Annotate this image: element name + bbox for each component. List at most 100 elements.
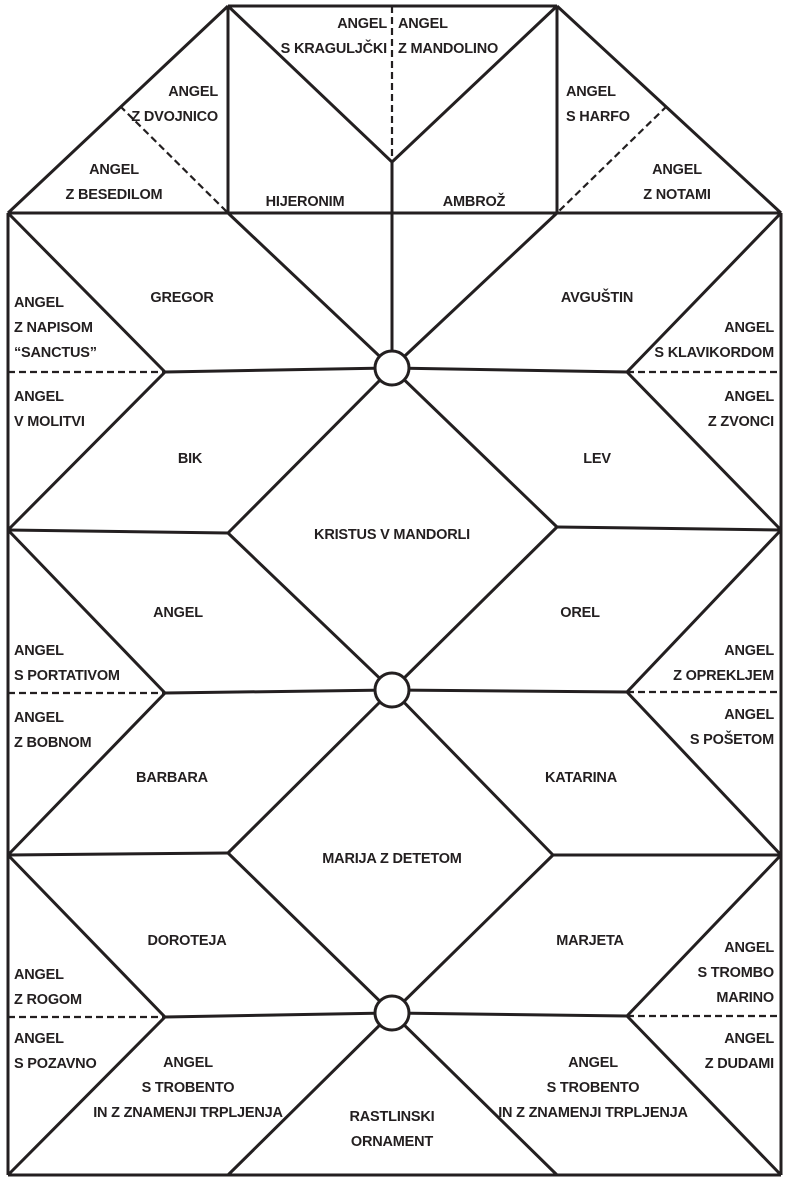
- label-line: S KLAVIKORDOM: [654, 345, 774, 361]
- label-angel-mandolino: ANGEL Z MANDOLINO: [398, 16, 498, 57]
- divider-line-39: [625, 853, 783, 1018]
- label-barbara: BARBARA: [136, 770, 209, 786]
- label-line: LEV: [583, 451, 611, 467]
- divider-line-1: [6, 4, 230, 215]
- label-line: AVGUŠTIN: [561, 288, 633, 306]
- label-lev: LEV: [583, 451, 611, 467]
- label-line: S HARFO: [566, 109, 630, 125]
- label-angel-rogom: ANGEL Z ROGOM: [14, 967, 82, 1008]
- label-line: ANGEL: [89, 162, 139, 178]
- divider-line-15: [625, 211, 783, 374]
- label-line: ANGEL: [14, 967, 64, 983]
- diagram-nodes: [373, 349, 411, 1032]
- label-line: Z BESEDILOM: [66, 187, 163, 203]
- divider-line-20: [7, 528, 229, 535]
- label-kristus: KRISTUS V MANDORLI: [314, 527, 470, 543]
- divider-line-18: [6, 370, 167, 532]
- label-line: V MOLITVI: [14, 414, 85, 430]
- divider-line-35: [390, 688, 555, 857]
- divider-line-42: [6, 1015, 167, 1177]
- label-angel-dudami: ANGEL Z DUDAMI: [705, 1031, 775, 1072]
- divider-line-36: [226, 851, 394, 1015]
- label-line: Z NAPISOM: [14, 320, 93, 336]
- label-line: ANGEL: [724, 643, 774, 659]
- divider-line-22: [226, 366, 394, 535]
- label-line: Z NOTAMI: [643, 187, 711, 203]
- label-bik: BIK: [178, 451, 203, 467]
- divider-line-45: [390, 1011, 559, 1177]
- label-line: S KRAGULJČKI: [281, 39, 388, 57]
- label-line: AMBROŽ: [443, 192, 506, 210]
- divider-line-37: [390, 853, 555, 1015]
- label-line: ANGEL: [14, 710, 64, 726]
- label-line: ORNAMENT: [351, 1134, 434, 1150]
- label-line: HIJERONIM: [266, 194, 345, 210]
- label-line: Z DUDAMI: [705, 1056, 774, 1072]
- label-angel-napisom: ANGEL Z NAPISOM “SANCTUS”: [14, 295, 97, 361]
- divider-line-12: [226, 211, 394, 370]
- label-angel-notami: ANGEL Z NOTAMI: [643, 162, 711, 203]
- label-doroteja: DOROTEJA: [148, 933, 228, 949]
- label-line: ANGEL: [14, 389, 64, 405]
- label-line: BARBARA: [136, 770, 209, 786]
- divider-line-38: [6, 853, 167, 1019]
- divider-line-19: [625, 370, 783, 532]
- label-line: IN Z ZNAMENJI TRPLJENJA: [498, 1105, 688, 1121]
- label-angel-oprekljem: ANGEL Z OPREKLJEM: [673, 643, 774, 684]
- label-angel-center: ANGEL: [153, 605, 203, 621]
- divider-line-27: [625, 528, 783, 694]
- diagram-lines: [6, 4, 783, 1177]
- junction-circle-2: [373, 994, 411, 1032]
- label-line: S PORTATIVOM: [14, 668, 120, 684]
- label-line: OREL: [560, 605, 600, 621]
- label-line: “SANCTUS”: [14, 345, 97, 361]
- label-line: ANGEL: [724, 940, 774, 956]
- label-line: S TROMBO: [697, 965, 774, 981]
- dashed-divider-line-2: [556, 105, 668, 214]
- label-line: ANGEL: [398, 16, 448, 32]
- label-line: ANGEL: [724, 707, 774, 723]
- label-hijeronim: HIJERONIM: [266, 194, 345, 210]
- label-line: ANGEL: [724, 389, 774, 405]
- divider-line-44: [226, 1011, 394, 1177]
- label-line: ANGEL: [14, 1031, 64, 1047]
- divider-line-14: [6, 211, 167, 374]
- label-marjeta: MARJETA: [556, 933, 624, 949]
- divider-line-43: [625, 1014, 783, 1177]
- label-line: ANGEL: [652, 162, 702, 178]
- label-line: ANGEL: [153, 605, 203, 621]
- label-line: RASTLINSKI: [349, 1109, 434, 1125]
- label-line: GREGOR: [150, 290, 214, 306]
- junction-circle-1: [373, 671, 411, 709]
- divider-line-2: [555, 4, 783, 215]
- divider-line-31: [625, 690, 783, 857]
- label-line: MARIJA Z DETETOM: [322, 851, 462, 867]
- label-line: Z OPREKLJEM: [673, 668, 774, 684]
- label-line: S TROBENTO: [142, 1080, 235, 1096]
- divider-line-26: [6, 528, 167, 695]
- label-angel-besedilom: ANGEL Z BESEDILOM: [66, 162, 163, 203]
- label-line: DOROTEJA: [148, 933, 228, 949]
- label-line: ANGEL: [14, 295, 64, 311]
- label-line: ANGEL: [568, 1055, 618, 1071]
- divider-line-34: [226, 688, 394, 855]
- label-line: S TROBENTO: [547, 1080, 640, 1096]
- label-line: IN Z ZNAMENJI TRPLJENJA: [93, 1105, 283, 1121]
- label-orel: OREL: [560, 605, 600, 621]
- divider-line-16: [164, 366, 393, 374]
- label-line: Z ROGOM: [14, 992, 82, 1008]
- divider-line-29: [391, 688, 628, 694]
- label-line: Z MANDOLINO: [398, 41, 498, 57]
- label-line: MARJETA: [556, 933, 624, 949]
- label-line: ANGEL: [724, 1031, 774, 1047]
- label-line: ANGEL: [337, 16, 387, 32]
- divider-line-21: [556, 525, 782, 532]
